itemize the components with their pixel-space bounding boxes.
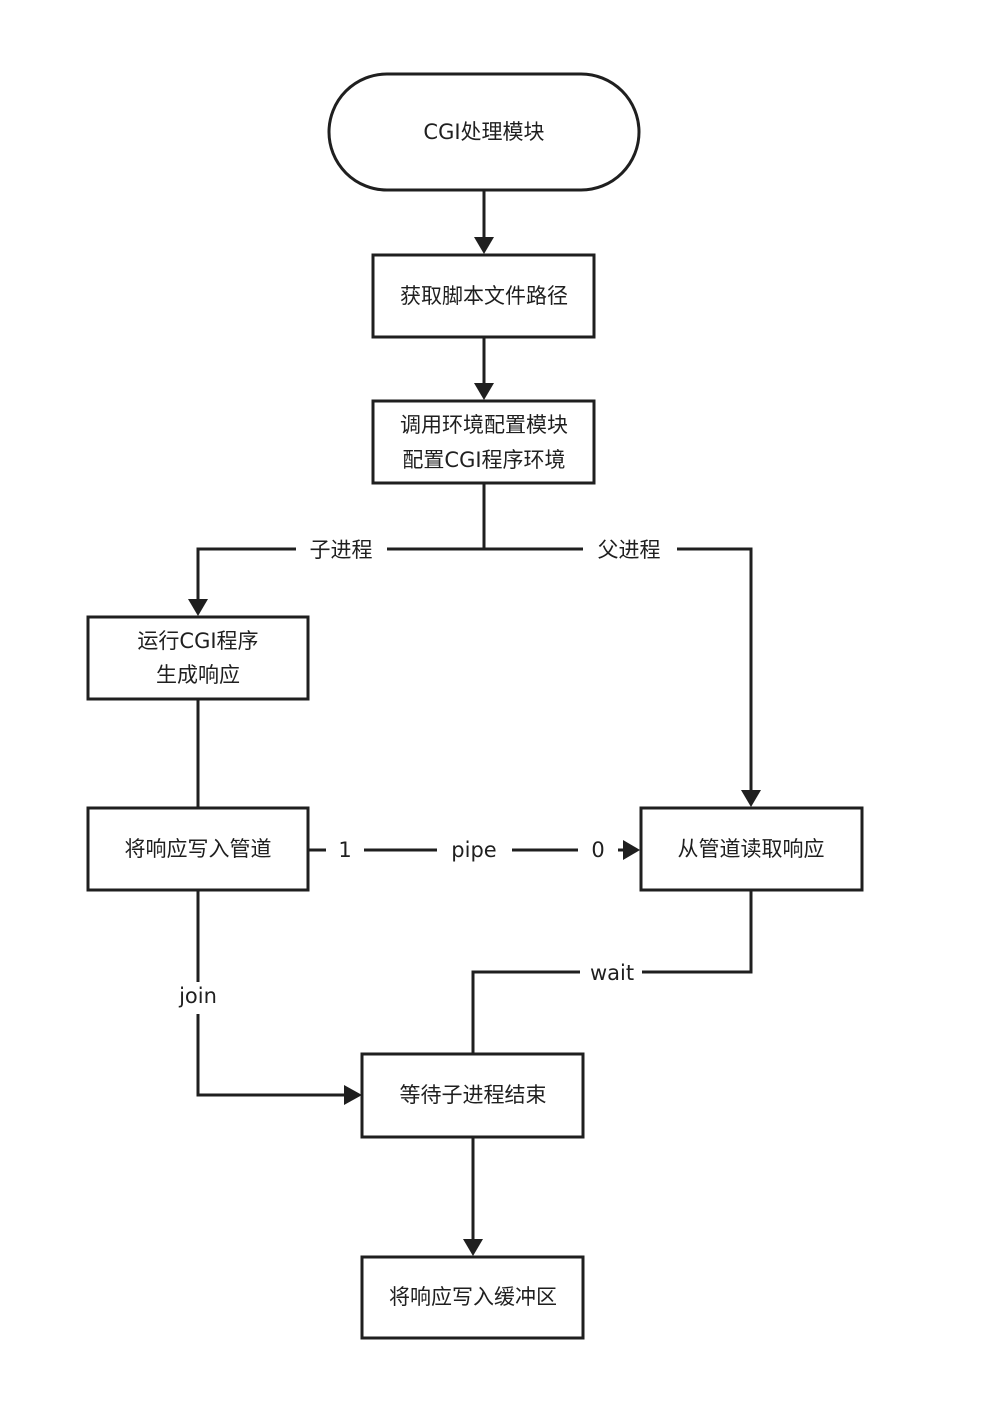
run-cgi-label-line1: 运行CGI程序	[137, 629, 258, 653]
node-write-pipe: 将响应写入管道	[86, 806, 310, 892]
write-pipe-label: 将响应写入管道	[125, 837, 272, 861]
arrowhead-config	[474, 383, 494, 400]
config-env-label-line2: 配置CGI程序环境	[402, 448, 565, 472]
pipe-write-end-label: 1	[338, 838, 351, 862]
arrowhead-wait-child	[344, 1085, 362, 1105]
node-start: CGI处理模块	[327, 72, 641, 192]
wait-label: wait	[590, 961, 634, 985]
get-path-box	[371, 253, 596, 339]
node-wait-child: 等待子进程结束	[360, 1052, 585, 1139]
arrowhead-run-cgi	[188, 599, 208, 616]
wait-child-box	[360, 1052, 585, 1139]
join-label: join	[178, 984, 217, 1008]
edge-join-lower	[196, 1014, 347, 1097]
edge-wait-left	[471, 970, 580, 1054]
pipe-label: pipe	[451, 838, 496, 862]
get-path-label: 获取脚本文件路径	[400, 284, 568, 308]
wait-child-label: 等待子进程结束	[400, 1083, 547, 1107]
run-cgi-label-line2: 生成响应	[156, 663, 240, 687]
write-buffer-box	[360, 1255, 585, 1340]
edge-wait-right	[642, 890, 753, 974]
arrowhead-path	[474, 237, 494, 254]
read-pipe-label: 从管道读取响应	[678, 837, 825, 861]
node-config-env: 调用环境配置模块 配置CGI程序环境	[371, 399, 596, 485]
edge-parent-branch-right	[677, 547, 753, 793]
arrowhead-buffer	[463, 1239, 483, 1256]
write-buffer-label: 将响应写入缓冲区	[389, 1285, 557, 1309]
arrowhead-read-pipe	[741, 790, 761, 807]
edge-child-branch-right	[196, 547, 296, 602]
config-env-label-line1: 调用环境配置模块	[400, 413, 568, 437]
child-process-label: 子进程	[310, 538, 373, 562]
node-get-path: 获取脚本文件路径	[371, 253, 596, 339]
pipe-read-end-label: 0	[591, 838, 604, 862]
read-pipe-box	[639, 806, 864, 892]
node-read-pipe: 从管道读取响应	[639, 806, 864, 892]
config-env-box	[371, 399, 596, 485]
node-run-cgi: 运行CGI程序 生成响应	[86, 615, 310, 701]
arrowhead-pipe	[623, 840, 640, 860]
start-label: CGI处理模块	[423, 120, 544, 144]
node-write-buffer: 将响应写入缓冲区	[360, 1255, 585, 1340]
write-pipe-box	[86, 806, 310, 892]
start-terminator-shape	[327, 72, 641, 192]
run-cgi-box	[86, 615, 310, 701]
parent-process-label: 父进程	[598, 538, 661, 562]
